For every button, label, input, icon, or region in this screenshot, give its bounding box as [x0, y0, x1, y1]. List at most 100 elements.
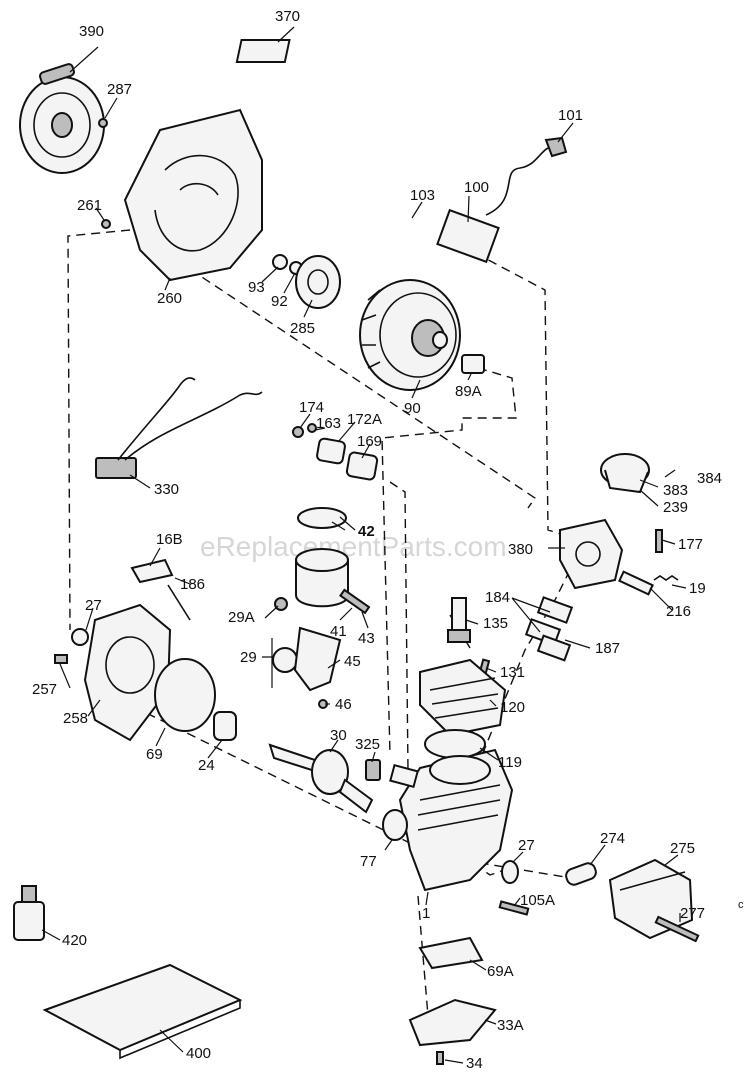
crankcase-base: [408, 998, 497, 1047]
part-label-93: 93: [248, 279, 265, 296]
part-label-383: 383: [663, 482, 688, 499]
part-label-239: 239: [663, 499, 688, 516]
part-label-420: 420: [62, 932, 87, 949]
part-label-370: 370: [275, 8, 300, 25]
part-label-285: 285: [290, 320, 315, 337]
part-label-41: 41: [330, 623, 347, 640]
part-label-325: 325: [355, 736, 380, 753]
governor-link: [130, 558, 191, 621]
intake-gaskets: [292, 423, 379, 481]
part-label-46: 46: [335, 696, 352, 713]
owner-manual: [42, 963, 243, 1060]
part-label-380: 380: [508, 541, 533, 558]
part-label-275: 275: [670, 840, 695, 857]
crank-key: [365, 759, 381, 781]
ignition-module: [436, 136, 568, 264]
muffler-gasket: [565, 862, 597, 886]
carburetor: [559, 518, 624, 590]
crankcase-gasket: [154, 658, 216, 732]
blower-housing: [123, 108, 263, 282]
crankcase-cover: [54, 603, 172, 742]
part-label-261: 261: [77, 197, 102, 214]
cylinder-head: [419, 658, 507, 737]
piston-assembly: [295, 507, 371, 615]
part-label-77: 77: [360, 853, 377, 870]
part-label-131: 131: [500, 664, 525, 681]
part-label-287: 287: [107, 81, 132, 98]
assembly-line: [67, 229, 131, 631]
air-cleaner: [600, 453, 650, 494]
oil-bottle: [13, 885, 45, 941]
corner-mark: c: [738, 899, 744, 911]
part-label-274: 274: [600, 830, 625, 847]
part-label-16b: 16B: [156, 531, 183, 548]
part-label-174: 174: [299, 399, 324, 416]
watermark: eReplacementParts.com: [200, 531, 507, 562]
part-label-69a: 69A: [487, 963, 514, 980]
part-label-177: 177: [678, 536, 703, 553]
connecting-rod: [272, 597, 342, 709]
part-label-43: 43: [358, 630, 375, 647]
part-label-24: 24: [198, 757, 215, 774]
decal: [235, 39, 291, 63]
assembly-line: [389, 481, 409, 771]
part-label-45: 45: [344, 653, 361, 670]
part-label-101: 101: [558, 107, 583, 124]
wire-harness: [95, 377, 263, 479]
flywheel-nut: [461, 354, 485, 374]
part-label-103: 103: [410, 187, 435, 204]
part-label-27b: 27: [518, 837, 535, 854]
part-label-258: 258: [63, 710, 88, 727]
base-screw: [436, 1051, 444, 1065]
part-label-29a: 29A: [228, 609, 255, 626]
bearing: [382, 809, 408, 841]
part-label-384: 384: [697, 470, 722, 487]
screw: [98, 118, 108, 128]
part-label-216: 216: [666, 603, 691, 620]
assembly-line: [139, 235, 536, 509]
cylinder-block: [389, 748, 514, 892]
part-label-260: 260: [157, 290, 182, 307]
part-label-34: 34: [466, 1055, 483, 1072]
starter-cup: [272, 254, 341, 309]
muffler: [608, 858, 694, 940]
recoil-starter: [19, 63, 105, 174]
part-label-92: 92: [271, 293, 288, 310]
part-label-119: 119: [498, 754, 522, 771]
oil-seal: [501, 860, 519, 884]
part-label-390: 390: [79, 23, 104, 40]
base-gasket: [418, 936, 484, 970]
leader-lines: [41, 26, 687, 1064]
part-label-186: 186: [180, 576, 205, 593]
part-label-400: 400: [186, 1045, 211, 1062]
part-label-257: 257: [32, 681, 57, 698]
part-label-19: 19: [689, 580, 706, 597]
part-labels: 390 370 287 101 100 103 261 260 93 92 28…: [32, 8, 722, 1072]
part-label-330: 330: [154, 481, 179, 498]
flywheel: [359, 279, 461, 391]
carb-gaskets: [524, 596, 574, 662]
crankshaft: [268, 743, 374, 814]
part-label-90: 90: [404, 400, 421, 417]
part-label-27a: 27: [85, 597, 102, 614]
part-label-120: 120: [500, 699, 525, 716]
assembly-line: [381, 367, 517, 756]
part-label-184: 184: [485, 589, 510, 606]
main-bearing: [213, 711, 237, 741]
part-label-30: 30: [330, 727, 347, 744]
part-label-42: 42: [358, 523, 375, 540]
part-label-277: 277: [680, 905, 705, 922]
screw: [101, 219, 111, 229]
part-label-1: 1: [422, 905, 430, 922]
throttle-parts: [618, 529, 679, 596]
part-label-100: 100: [464, 179, 489, 196]
part-label-105a: 105A: [520, 892, 555, 909]
part-label-69: 69: [146, 746, 163, 763]
part-label-33a: 33A: [497, 1017, 524, 1034]
part-label-89a: 89A: [455, 383, 482, 400]
part-label-187: 187: [595, 640, 620, 657]
part-label-29: 29: [240, 649, 257, 666]
part-label-172a: 172A: [347, 411, 382, 428]
part-label-163: 163: [316, 415, 341, 432]
